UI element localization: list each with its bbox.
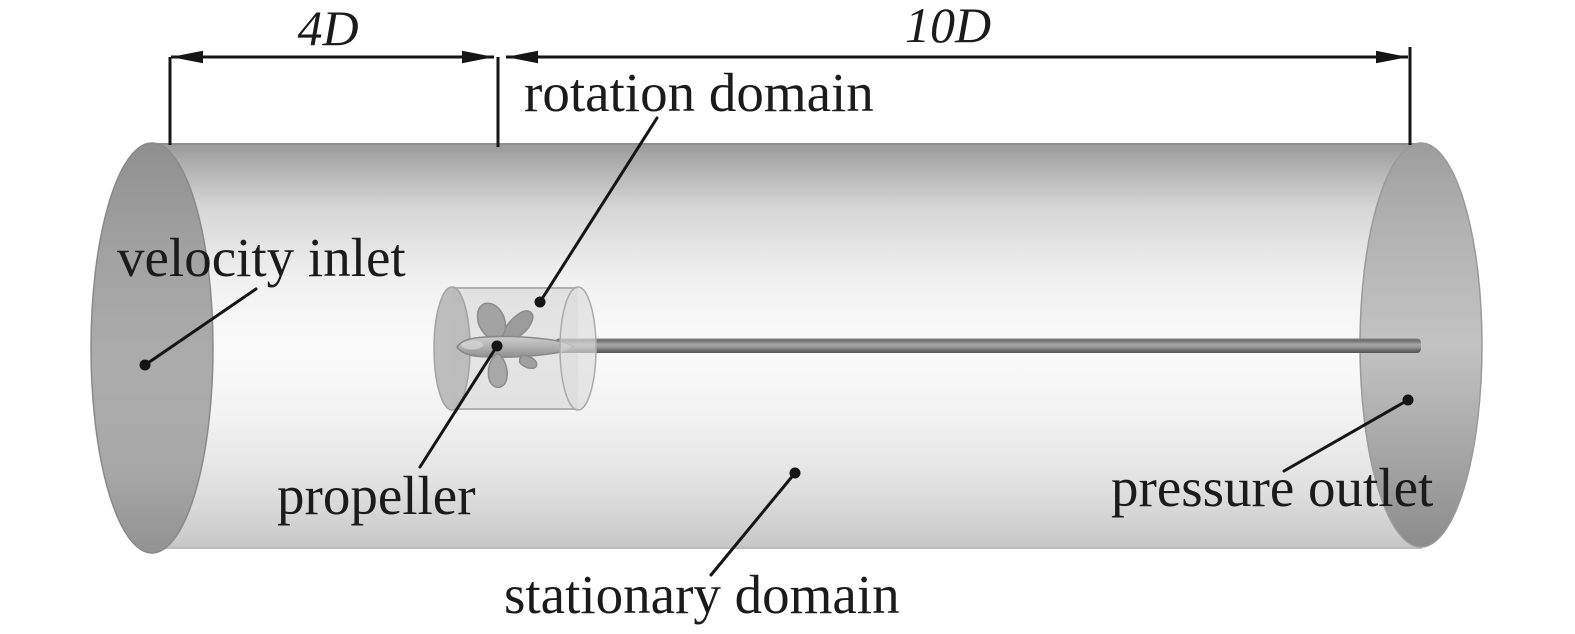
leader-dot xyxy=(139,359,151,371)
propeller-hub-highlight xyxy=(461,340,483,350)
propeller xyxy=(456,302,575,389)
dimension-4d xyxy=(168,50,494,145)
label-propeller: propeller xyxy=(277,465,476,526)
dimension-label-4d: 4D xyxy=(297,0,359,56)
propeller-blade-upper-back xyxy=(499,310,534,343)
dimension-10d xyxy=(496,47,1412,147)
propeller-blade-upper xyxy=(476,302,507,342)
propeller-blade-lower-right xyxy=(518,354,538,370)
leader-pressure-outlet xyxy=(1282,394,1414,473)
label-pressure-outlet: pressure outlet xyxy=(1111,457,1434,518)
propeller-shaft xyxy=(555,338,1421,353)
leader-velocity-inlet xyxy=(139,287,258,371)
label-stationary-domain: stationary domain xyxy=(504,564,900,625)
label-velocity-inlet: velocity inlet xyxy=(117,227,406,288)
leader-stationary-domain xyxy=(709,467,801,577)
velocity-inlet-cap xyxy=(90,142,214,554)
propeller-blade-lower xyxy=(487,353,508,389)
leader-lines xyxy=(139,116,1414,577)
leader-dot xyxy=(534,296,546,308)
leader-rotation-domain xyxy=(534,116,659,308)
leader-dot xyxy=(789,467,801,479)
leader-dot xyxy=(1402,394,1414,406)
leader-dot xyxy=(491,340,503,352)
leader-propeller xyxy=(418,340,503,469)
dimension-lines xyxy=(168,47,1412,147)
dimension-label-10d: 10D xyxy=(904,0,992,53)
rotation-cylinder-right-cap xyxy=(559,286,597,411)
label-rotation-domain: rotation domain xyxy=(524,62,874,123)
